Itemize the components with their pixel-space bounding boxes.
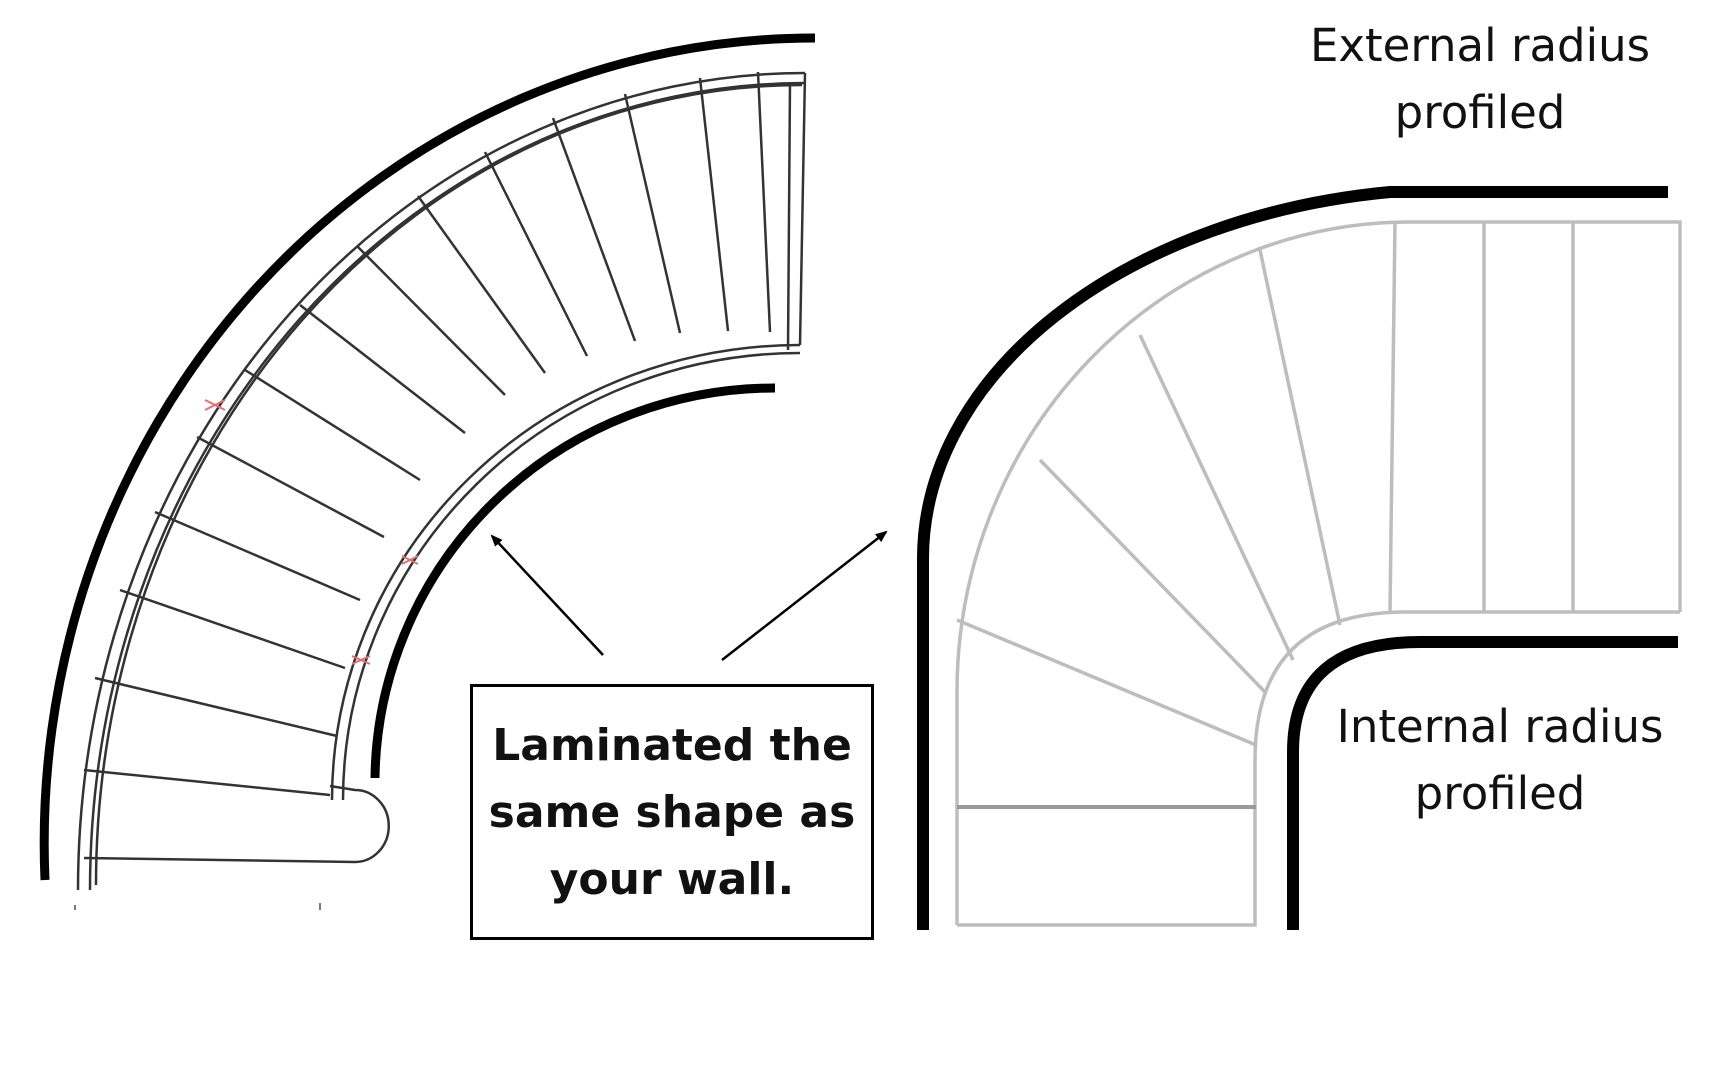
tread-line <box>299 304 466 434</box>
internal-radius-label: Internal radius profiled <box>1290 693 1710 827</box>
left-internal-wall <box>370 383 776 779</box>
callout-arrows <box>490 530 888 661</box>
tread-line <box>551 117 637 342</box>
marker <box>351 655 371 665</box>
left-outer-stringer-b <box>88 81 806 891</box>
laminated-callout-box: Laminated the same shape as your wall. <box>470 684 874 940</box>
tread-line <box>1138 334 1295 661</box>
marker <box>401 555 419 565</box>
right-outer-string <box>955 220 1682 925</box>
arrow-to-left-wall <box>490 534 604 656</box>
tread-line <box>623 93 682 334</box>
tread-line <box>244 368 421 482</box>
right-winder-stair <box>916 186 1682 930</box>
external-radius-label-line1: External radius <box>1309 19 1651 72</box>
tread-line <box>956 618 1257 747</box>
external-radius-label: External radius profiled <box>1270 12 1690 146</box>
left-top-edge-outer <box>798 72 807 346</box>
tread-line <box>83 768 331 797</box>
tread-line <box>1038 458 1267 694</box>
callout-line1: Laminated the <box>492 719 852 771</box>
internal-radius-label-line2: profiled <box>1414 767 1586 820</box>
external-radius-label-line2: profiled <box>1394 86 1566 139</box>
left-stringers <box>76 71 807 891</box>
right-external-wall <box>916 186 1668 930</box>
left-inner-stringer-b <box>341 351 801 801</box>
tread-line <box>154 510 361 602</box>
tread-line <box>196 435 385 539</box>
left-outer-stringer-c <box>94 83 803 886</box>
left-tread-lines <box>83 71 772 797</box>
left-external-wall <box>39 33 816 881</box>
left-outer-stringer-a <box>76 71 806 891</box>
tread-line <box>698 77 730 332</box>
right-internal-wall <box>1287 636 1678 930</box>
left-top-edge-inner <box>786 81 792 351</box>
tread-line <box>483 151 589 357</box>
left-curved-stair <box>39 33 816 910</box>
internal-radius-label-line1: Internal radius <box>1336 700 1664 753</box>
tread-line <box>756 71 772 333</box>
tread-line <box>416 195 547 374</box>
left-inner-stringer-a <box>330 343 801 801</box>
left-stringer-markers <box>204 399 419 665</box>
tread-line <box>1258 249 1342 626</box>
tread-line <box>357 246 506 396</box>
tread-line <box>119 588 346 670</box>
tread-line <box>94 676 338 738</box>
left-bullnose-step <box>83 784 390 864</box>
tread-line <box>1388 221 1397 613</box>
arrow-to-right-wall <box>721 530 888 661</box>
callout-line2: same shape as <box>488 786 856 838</box>
callout-line3: your wall. <box>549 853 795 905</box>
marker <box>204 399 226 411</box>
right-tread-lines <box>956 221 1575 747</box>
left-baseline-dots <box>74 903 321 910</box>
